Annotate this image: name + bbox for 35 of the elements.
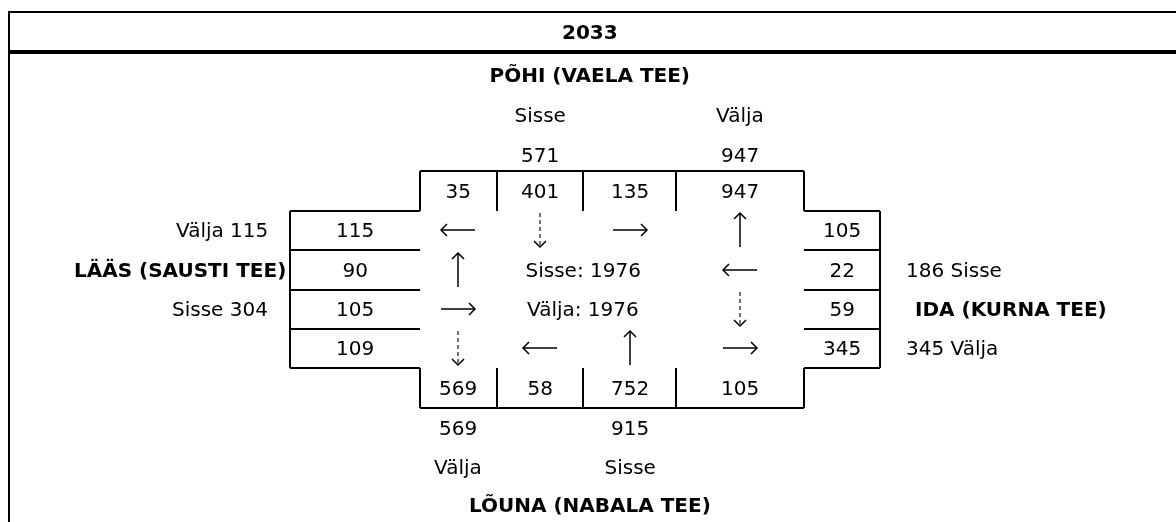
count-value: 105 — [823, 218, 862, 242]
total-value: 947 — [721, 143, 760, 167]
direction-label: Sisse — [514, 103, 566, 127]
count-value: 135 — [611, 179, 650, 203]
count-value: 90 — [342, 258, 368, 282]
total-value: 915 — [611, 416, 650, 440]
total-label: 186 Sisse — [906, 258, 1002, 282]
title: 2033 — [562, 20, 618, 44]
road-name: IDA (KURNA TEE) — [915, 297, 1107, 321]
count-value: 58 — [527, 376, 553, 400]
direction-label: Välja — [716, 103, 764, 127]
total-label: Välja: 1976 — [527, 297, 639, 321]
count-value: 345 — [823, 336, 862, 360]
count-value: 22 — [829, 258, 855, 282]
count-value: 115 — [336, 218, 375, 242]
total-value: 569 — [439, 416, 478, 440]
total-label: Välja 115 — [176, 218, 269, 242]
total-label: Sisse: 1976 — [525, 258, 641, 282]
road-name: PÕHI (VAELA TEE) — [489, 63, 690, 87]
count-value: 105 — [336, 297, 375, 321]
direction-label: Välja — [434, 455, 482, 479]
road-name: LÄÄS (SAUSTI TEE) — [74, 258, 287, 282]
count-value: 109 — [336, 336, 375, 360]
total-value: 571 — [521, 143, 560, 167]
count-value: 947 — [721, 179, 760, 203]
road-name: LÕUNA (NABALA TEE) — [469, 493, 711, 517]
direction-label: Sisse — [604, 455, 656, 479]
count-value: 59 — [829, 297, 855, 321]
count-value: 105 — [721, 376, 760, 400]
count-value: 569 — [439, 376, 478, 400]
count-value: 401 — [521, 179, 560, 203]
total-label: 345 Välja — [906, 336, 999, 360]
count-value: 35 — [445, 179, 471, 203]
total-label: Sisse 304 — [172, 297, 268, 321]
count-value: 752 — [611, 376, 650, 400]
